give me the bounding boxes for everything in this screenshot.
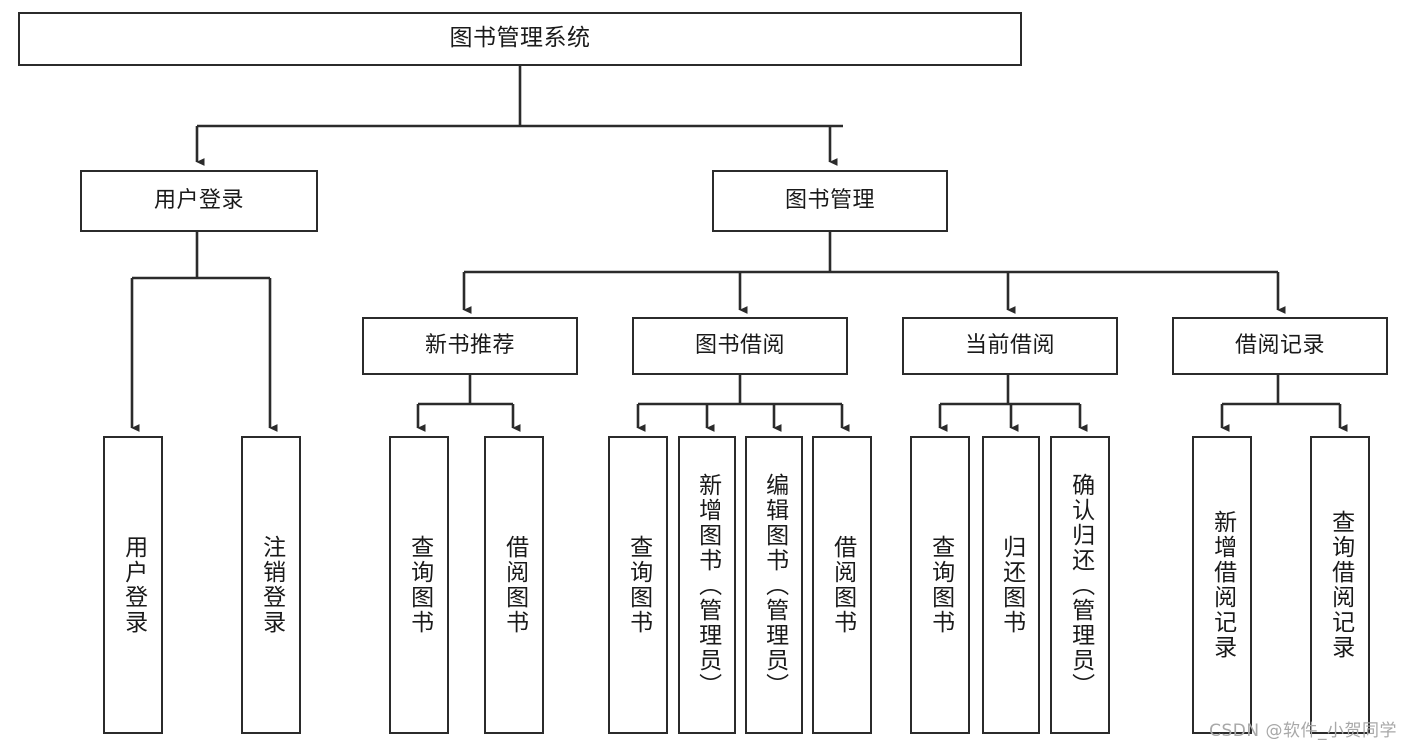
leaf-label: 查询借阅记录 [1327, 510, 1354, 660]
node-book-management[interactable]: 图书管理 [712, 170, 948, 232]
watermark-text: CSDN @软件_小贺同学 [1209, 721, 1397, 741]
leaf-label: 编辑图书（管理员） [761, 472, 788, 698]
leaf-current-confirm-return-admin[interactable]: 确认归还（管理员） [1050, 436, 1110, 734]
node-label: 图书管理 [784, 187, 875, 213]
leaf-label: 查询图书 [927, 535, 954, 635]
leaf-label: 归还图书 [998, 535, 1025, 635]
leaf-records-query-record[interactable]: 查询借阅记录 [1310, 436, 1370, 734]
leaf-label: 新增图书（管理员） [694, 472, 721, 698]
leaf-label: 用户登录 [120, 535, 147, 635]
node-label: 用户登录 [153, 187, 244, 213]
leaf-label: 注销登录 [258, 535, 285, 635]
node-root-system[interactable]: 图书管理系统 [18, 12, 1022, 66]
node-label: 借阅记录 [1234, 332, 1325, 358]
leaf-label: 借阅图书 [829, 535, 856, 635]
leaf-recommend-query-book[interactable]: 查询图书 [389, 436, 449, 734]
leaf-label: 新增借阅记录 [1209, 510, 1236, 660]
leaf-records-add-record[interactable]: 新增借阅记录 [1192, 436, 1252, 734]
leaf-label: 借阅图书 [501, 535, 528, 635]
node-label: 图书管理系统 [449, 25, 591, 52]
leaf-current-query-book[interactable]: 查询图书 [910, 436, 970, 734]
leaf-borrow-query-book[interactable]: 查询图书 [608, 436, 668, 734]
node-book-borrow[interactable]: 图书借阅 [632, 317, 848, 375]
leaf-user-login-login[interactable]: 用户登录 [103, 436, 163, 734]
leaf-borrow-edit-book-admin[interactable]: 编辑图书（管理员） [745, 436, 803, 734]
leaf-label: 查询图书 [625, 535, 652, 635]
leaf-label: 查询图书 [406, 535, 433, 635]
node-label: 新书推荐 [424, 332, 515, 358]
node-current-borrow[interactable]: 当前借阅 [902, 317, 1118, 375]
node-new-book-recommend[interactable]: 新书推荐 [362, 317, 578, 375]
leaf-current-return-book[interactable]: 归还图书 [982, 436, 1040, 734]
node-user-login[interactable]: 用户登录 [80, 170, 318, 232]
leaf-borrow-add-book-admin[interactable]: 新增图书（管理员） [678, 436, 736, 734]
leaf-borrow-borrow-book[interactable]: 借阅图书 [812, 436, 872, 734]
node-borrow-records[interactable]: 借阅记录 [1172, 317, 1388, 375]
node-label: 当前借阅 [964, 332, 1055, 358]
node-label: 图书借阅 [694, 332, 785, 358]
leaf-recommend-borrow-book[interactable]: 借阅图书 [484, 436, 544, 734]
leaf-user-login-logout[interactable]: 注销登录 [241, 436, 301, 734]
leaf-label: 确认归还（管理员） [1067, 472, 1094, 698]
